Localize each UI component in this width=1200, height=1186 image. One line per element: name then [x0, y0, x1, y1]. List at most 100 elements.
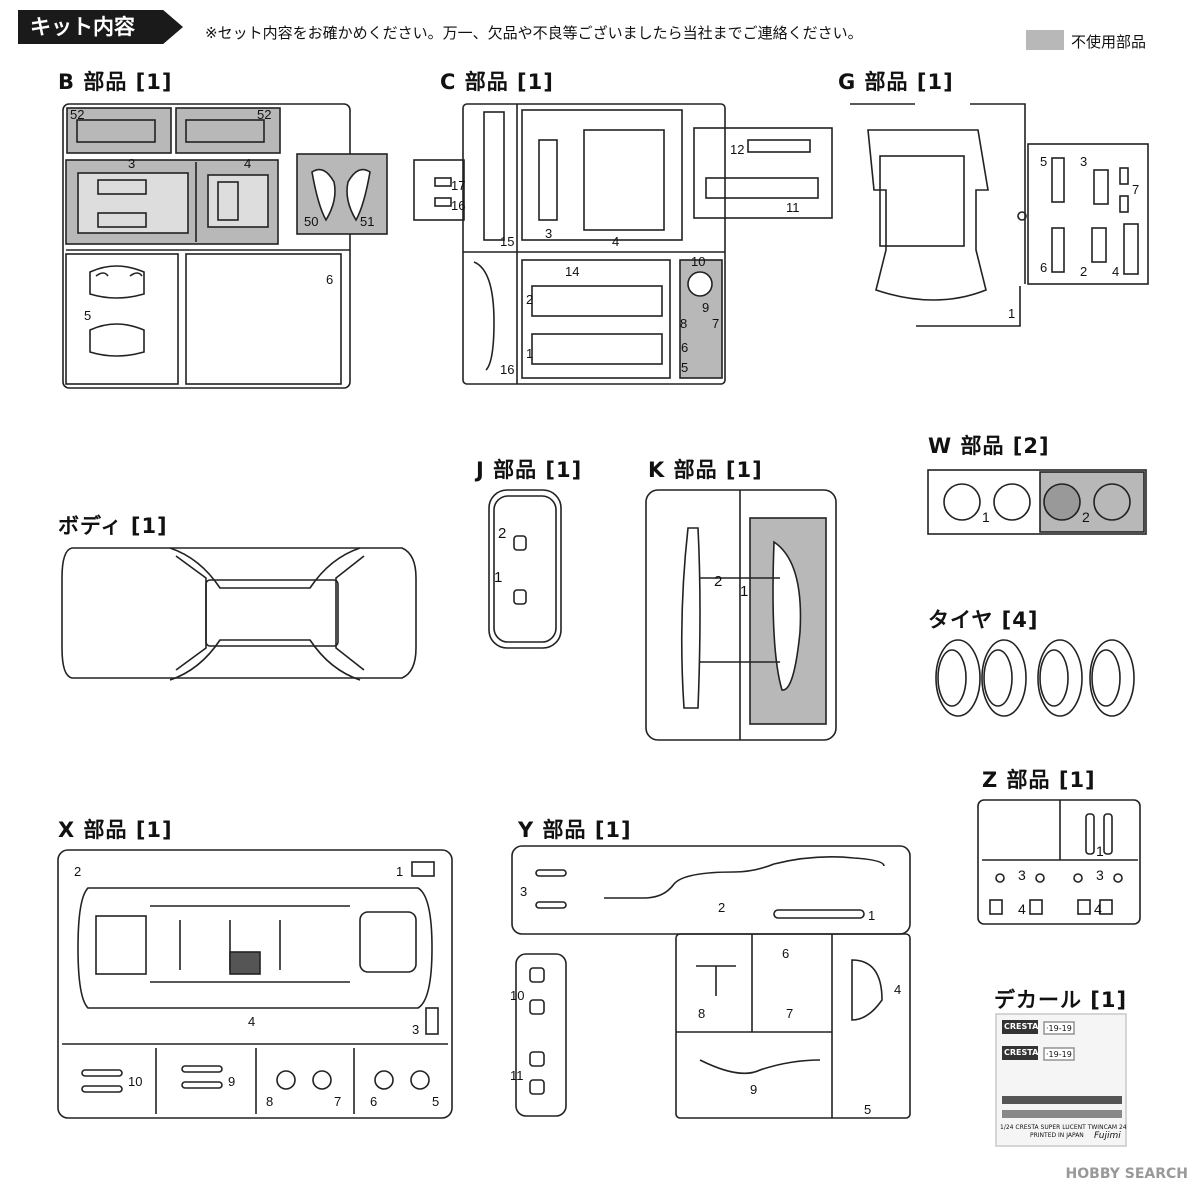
section-title-body: ボディ [1] — [58, 514, 168, 538]
svg-text:50: 50 — [304, 214, 318, 229]
svg-text:7: 7 — [786, 1006, 793, 1021]
svg-text:11: 11 — [510, 1068, 524, 1083]
svg-text:5: 5 — [864, 1102, 871, 1117]
section-title-y: Y 部品 [1] — [518, 818, 632, 842]
svg-text:5: 5 — [432, 1094, 439, 1109]
svg-text:7: 7 — [1132, 182, 1139, 197]
svg-text:1: 1 — [396, 864, 403, 879]
section-title-k: K 部品 [1] — [648, 458, 763, 482]
svg-text:4: 4 — [248, 1014, 255, 1029]
svg-text:5: 5 — [681, 360, 688, 375]
svg-text:7: 7 — [712, 316, 719, 331]
decal-plate-1: ·19-19 — [1046, 1024, 1072, 1033]
svg-text:16: 16 — [500, 362, 514, 377]
svg-text:2: 2 — [526, 292, 533, 307]
decal-maker: Fujimi — [1094, 1131, 1121, 1141]
svg-text:3: 3 — [545, 226, 552, 241]
unused-parts-swatch — [1026, 30, 1064, 50]
runner-k: 21 — [645, 489, 837, 741]
svg-text:7: 7 — [334, 1094, 341, 1109]
svg-text:1: 1 — [868, 908, 875, 923]
kit-contents-header: キット内容 — [18, 10, 183, 44]
svg-text:9: 9 — [228, 1074, 235, 1089]
svg-text:1: 1 — [740, 583, 748, 600]
unused-parts-label: 不使用部品 — [1071, 33, 1147, 51]
svg-text:1: 1 — [1096, 843, 1104, 859]
section-title-decal: デカール [1] — [994, 988, 1128, 1012]
svg-text:14: 14 — [565, 264, 579, 279]
svg-text:2: 2 — [718, 900, 725, 915]
section-title-w: W 部品 [2] — [928, 434, 1050, 458]
svg-text:52: 52 — [257, 107, 271, 122]
svg-text:8: 8 — [698, 1006, 705, 1021]
svg-text:8: 8 — [266, 1094, 273, 1109]
svg-text:51: 51 — [360, 214, 374, 229]
runner-y: 3 2 1 6 8 7 4 9 5 10 11 — [510, 845, 911, 1119]
svg-text:4: 4 — [894, 982, 901, 997]
decal-brand-1: CRESTA — [1004, 1022, 1039, 1031]
svg-text:16: 16 — [451, 198, 465, 213]
svg-text:4: 4 — [244, 156, 251, 171]
svg-text:2: 2 — [714, 573, 722, 590]
runner-x: 2 1 4 3 10 9 8 7 6 5 — [57, 849, 453, 1119]
section-title-z: Z 部品 [1] — [982, 768, 1096, 792]
runner-z: 1 3 3 4 4 — [977, 799, 1141, 925]
tires — [935, 639, 1135, 717]
svg-text:5: 5 — [84, 308, 91, 323]
svg-text:6: 6 — [1040, 260, 1047, 275]
svg-text:2: 2 — [498, 525, 506, 542]
decal-footer-2: PRINTED IN JAPAN — [1030, 1132, 1084, 1139]
runner-b: 52 52 3 4 50 51 5 6 — [62, 103, 388, 389]
svg-text:1: 1 — [526, 346, 533, 361]
svg-text:6: 6 — [782, 946, 789, 961]
section-title-g: G 部品 [1] — [838, 70, 954, 94]
svg-text:9: 9 — [702, 300, 709, 315]
svg-text:15: 15 — [500, 234, 514, 249]
section-title-x: X 部品 [1] — [58, 818, 173, 842]
svg-text:17: 17 — [451, 178, 465, 193]
decal-sheet — [995, 1013, 1127, 1147]
decal-footer: 1/24 CRESTA SUPER LUCENT TWINCAM 24 — [1000, 1124, 1127, 1131]
section-title-b: B 部品 [1] — [58, 70, 173, 94]
section-title-tire: タイヤ [4] — [928, 608, 1039, 632]
svg-text:6: 6 — [681, 340, 688, 355]
svg-text:9: 9 — [750, 1082, 757, 1097]
svg-text:3: 3 — [412, 1022, 419, 1037]
svg-text:52: 52 — [70, 107, 84, 122]
svg-text:12: 12 — [730, 142, 744, 157]
svg-text:11: 11 — [786, 200, 800, 215]
svg-text:10: 10 — [128, 1074, 142, 1089]
decal-plate-2: ·19-19 — [1046, 1050, 1072, 1059]
svg-text:6: 6 — [326, 272, 333, 287]
section-title-c: C 部品 [1] — [440, 70, 554, 94]
svg-text:3: 3 — [1096, 867, 1104, 883]
runner-j: 21 — [488, 489, 562, 649]
svg-text:2: 2 — [1082, 509, 1090, 525]
svg-text:3: 3 — [1080, 154, 1087, 169]
svg-text:4: 4 — [1018, 901, 1026, 917]
svg-text:1: 1 — [1008, 306, 1015, 321]
svg-text:4: 4 — [1094, 901, 1102, 917]
svg-text:5: 5 — [1040, 154, 1047, 169]
svg-text:3: 3 — [1018, 867, 1026, 883]
kit-note: ※セット内容をお確かめください。万一、欠品や不良等ございましたら当社までご連絡く… — [205, 24, 863, 42]
svg-text:8: 8 — [680, 316, 687, 331]
svg-text:10: 10 — [691, 254, 705, 269]
svg-text:3: 3 — [128, 156, 135, 171]
svg-text:10: 10 — [510, 988, 524, 1003]
runner-g: 5 3 7 6 2 4 1 — [850, 103, 1149, 327]
svg-text:4: 4 — [612, 234, 619, 249]
svg-text:6: 6 — [370, 1094, 377, 1109]
svg-text:3: 3 — [520, 884, 527, 899]
section-title-j: J 部品 [1] — [476, 458, 583, 482]
svg-text:1: 1 — [982, 509, 990, 525]
runner-c: 17 16 3 4 12 11 15 16 14 2 1 10 9 8 7 6 5 — [413, 103, 833, 385]
car-body-shell — [61, 547, 417, 681]
decal-brand-2: CRESTA — [1004, 1048, 1039, 1057]
svg-text:4: 4 — [1112, 264, 1119, 279]
svg-text:2: 2 — [74, 864, 81, 879]
watermark: HOBBY SEARCH — [1065, 1166, 1188, 1182]
svg-text:2: 2 — [1080, 264, 1087, 279]
